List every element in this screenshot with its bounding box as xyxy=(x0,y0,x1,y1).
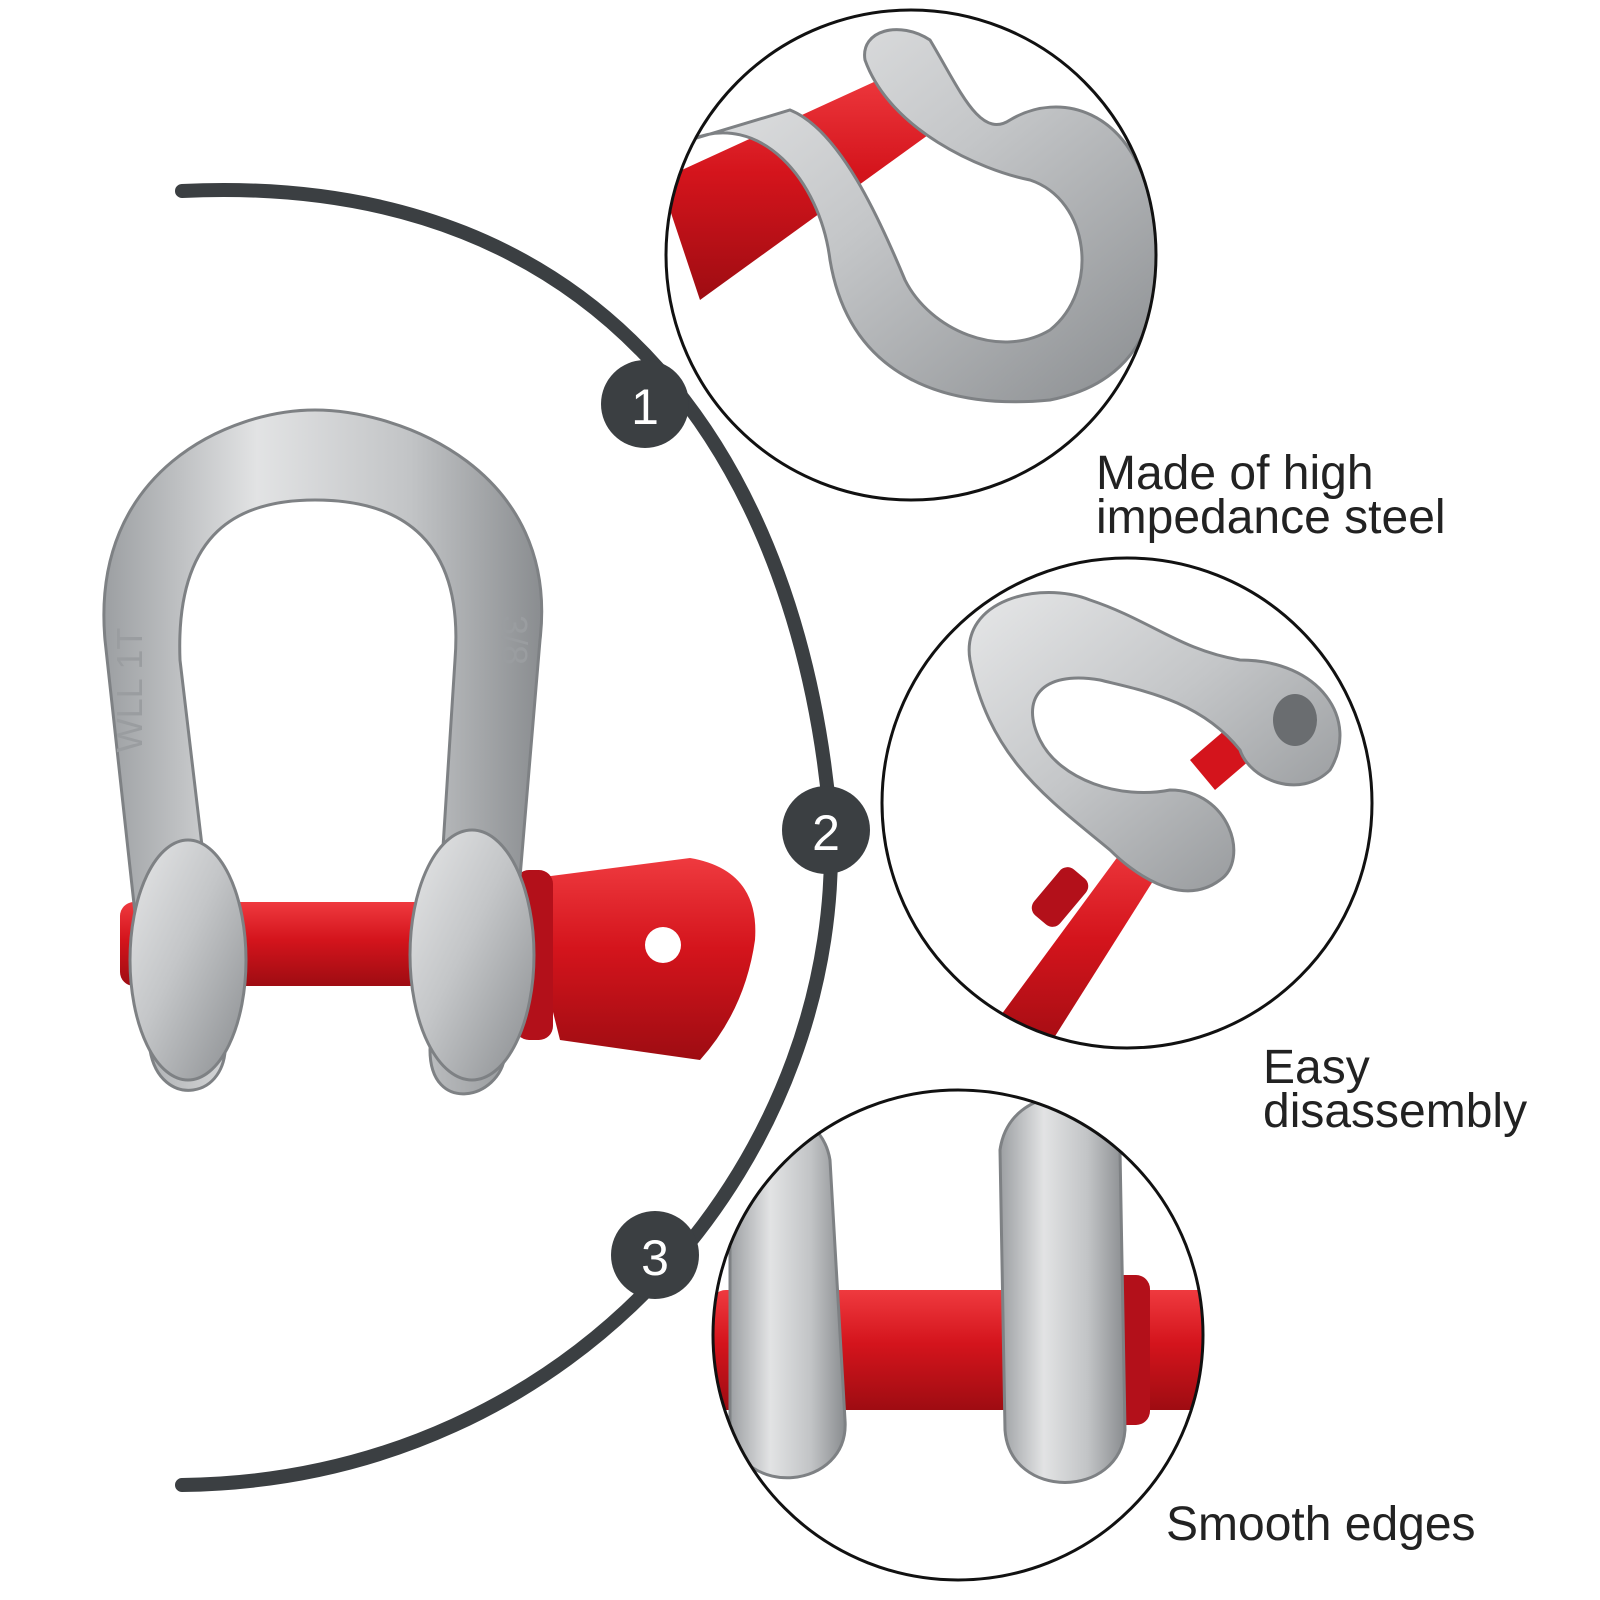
feature-label-line: disassembly xyxy=(1263,1085,1528,1138)
feature-label-line: Smooth edges xyxy=(1166,1498,1476,1551)
step-badge-2: 2 xyxy=(782,786,870,874)
step-badge-3: 3 xyxy=(611,1211,699,1299)
step-badge-1: 1 xyxy=(601,360,689,448)
detail-circle-disassembly xyxy=(880,556,1374,1050)
feature-label-line: Made of high xyxy=(1096,447,1374,500)
shackle-marking-wll: WLL 1T xyxy=(109,628,150,753)
feature-label-disassembly: Easy disassembly xyxy=(1263,1041,1528,1138)
feature-label-steel: Made of high impedance steel xyxy=(1096,447,1446,544)
feature-label-line: Easy xyxy=(1263,1041,1370,1094)
feature-label-edges: Smooth edges xyxy=(1166,1498,1476,1551)
step-number-3: 3 xyxy=(641,1230,669,1286)
shackle-marking-size: 3/8 xyxy=(494,615,535,665)
detail-circle-edges xyxy=(711,1088,1205,1582)
step-number-1: 1 xyxy=(631,379,659,435)
main-shackle-image: WLL 1T 3/8 xyxy=(102,408,756,1096)
detail-circle-steel xyxy=(664,8,1158,502)
feature-label-line: impedance steel xyxy=(1096,491,1446,544)
step-number-2: 2 xyxy=(812,805,840,861)
